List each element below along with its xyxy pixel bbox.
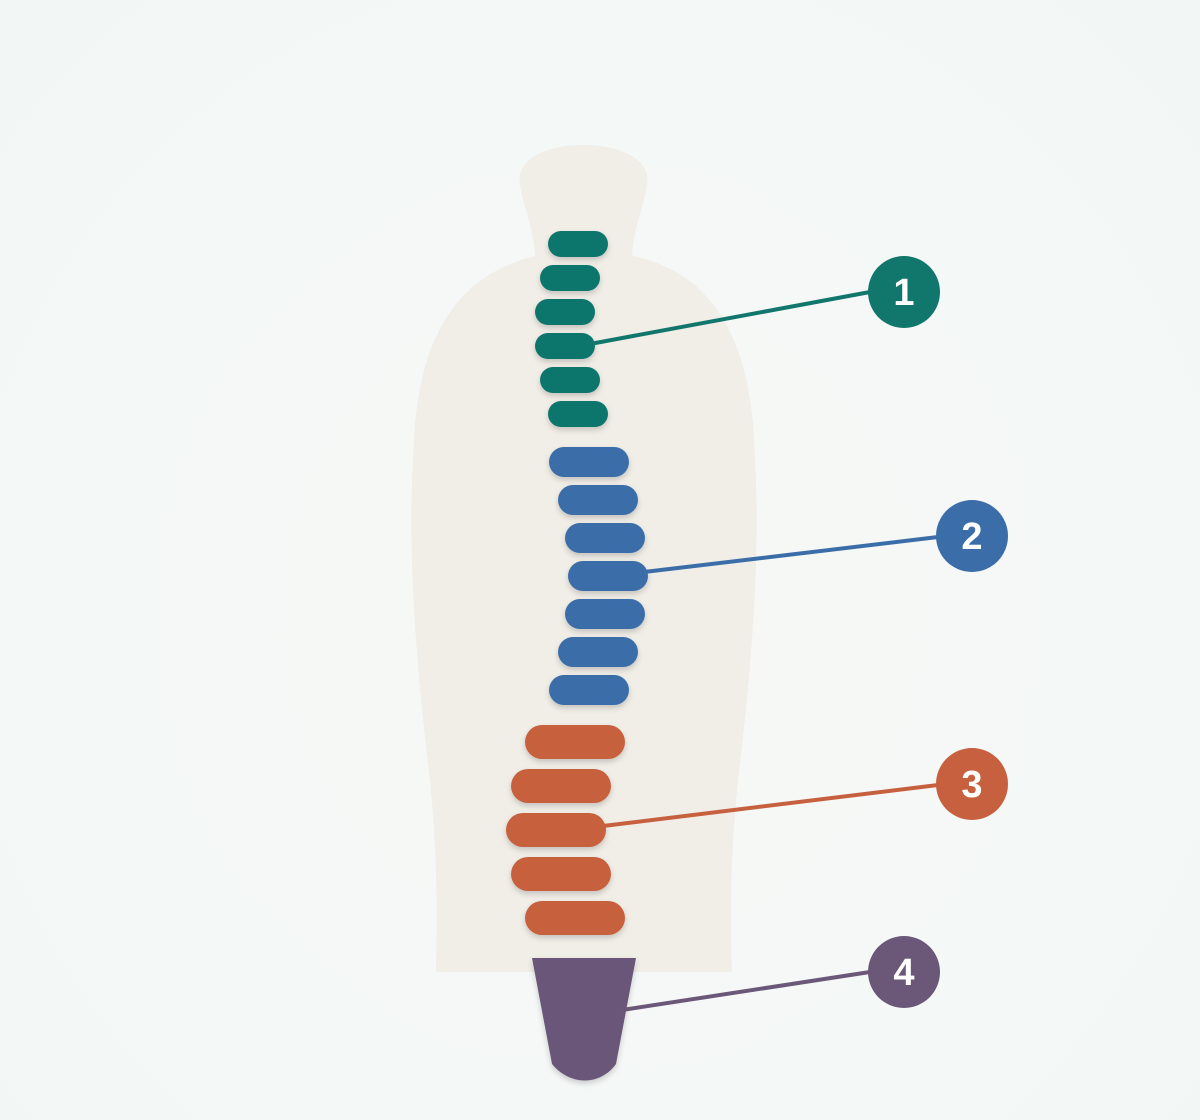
lumbar-vertebra-1 xyxy=(525,725,625,759)
cervical-vertebra-5 xyxy=(540,367,600,393)
callouts: 1 2 3 4 xyxy=(868,256,1008,1008)
leader-line-1 xyxy=(588,290,872,346)
cervical-vertebra-1 xyxy=(548,231,608,257)
lumbar-vertebra-2 xyxy=(511,769,611,803)
thoracic-vertebra-6 xyxy=(558,637,638,667)
callout-1-label: 1 xyxy=(893,272,914,314)
callout-1: 1 xyxy=(868,256,940,328)
callout-4-label: 4 xyxy=(893,952,914,994)
callout-2-marker xyxy=(936,500,1008,572)
callout-4-marker xyxy=(868,936,940,1008)
lumbar-vertebra-3 xyxy=(506,813,606,847)
cervical-vertebra-2 xyxy=(540,265,600,291)
callout-3: 3 xyxy=(936,748,1008,820)
leader-line-4 xyxy=(620,970,872,1012)
cervical-vertebra-6 xyxy=(548,401,608,427)
thoracic-vertebra-5 xyxy=(565,599,645,629)
leader-line-3 xyxy=(601,783,940,828)
lumbar-vertebra-4 xyxy=(511,857,611,891)
sacrum xyxy=(532,958,636,1081)
leader-lines xyxy=(588,290,940,1012)
cervical-vertebra-4 xyxy=(535,333,595,359)
thoracic-vertebra-7 xyxy=(549,675,629,705)
callout-4: 4 xyxy=(868,936,940,1008)
callout-2: 2 xyxy=(936,500,1008,572)
callout-3-marker xyxy=(936,748,1008,820)
thoracic-vertebra-4 xyxy=(568,561,648,591)
leader-line-2 xyxy=(642,535,940,574)
head-neck-shape xyxy=(519,145,648,262)
callout-3-label: 3 xyxy=(961,764,982,806)
vertebrae-layer xyxy=(506,231,648,935)
thoracic-vertebra-2 xyxy=(558,485,638,515)
cervical-vertebra-3 xyxy=(535,299,595,325)
callout-1-marker xyxy=(868,256,940,328)
callout-2-label: 2 xyxy=(961,516,982,558)
thoracic-vertebra-3 xyxy=(565,523,645,553)
thoracic-vertebra-1 xyxy=(549,447,629,477)
lumbar-vertebra-5 xyxy=(525,901,625,935)
